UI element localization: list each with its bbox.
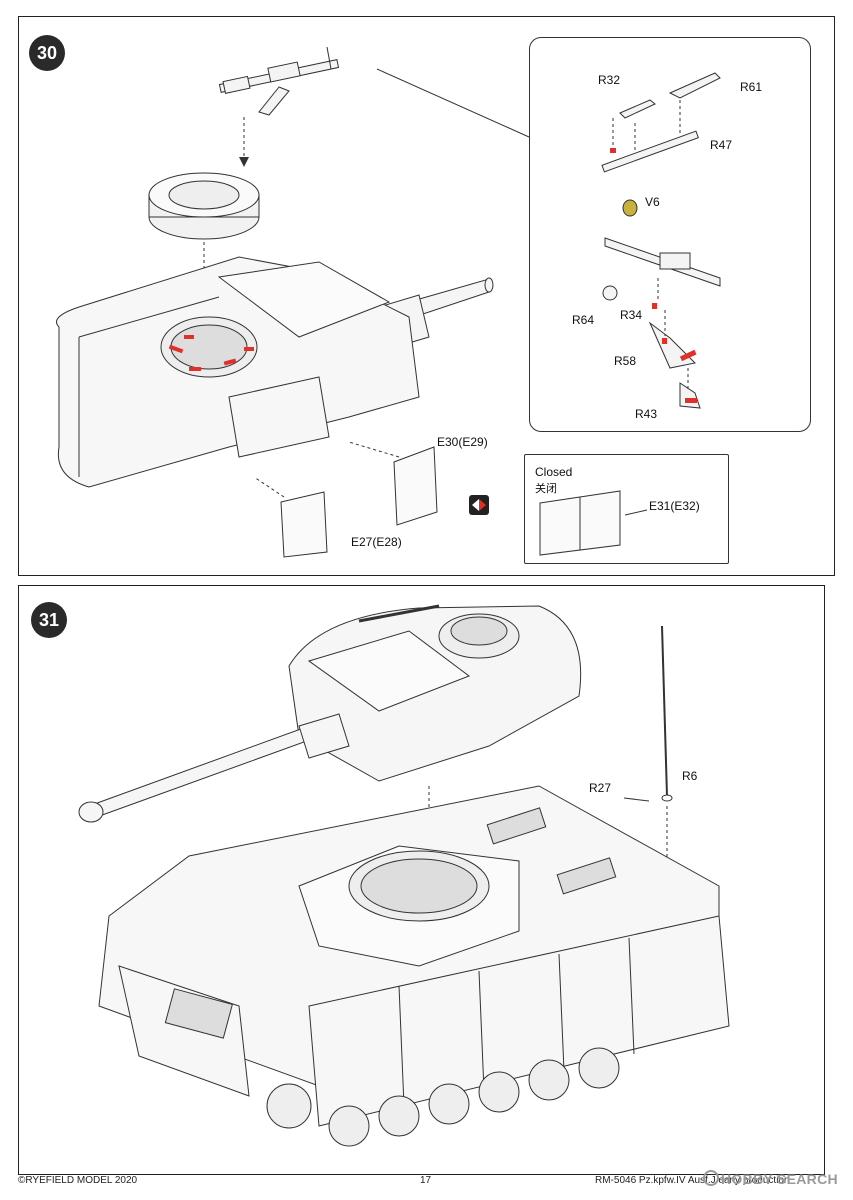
watermark-text: HOBBY SEARCH — [721, 1171, 838, 1187]
step-number-31: 31 — [31, 602, 67, 638]
label-v6: V6 — [645, 195, 660, 209]
turret-illustration-step-30 — [56, 46, 530, 558]
label-e27: E27(E28) — [351, 535, 402, 549]
label-r58: R58 — [614, 354, 637, 368]
step-30-panel: 30 — [18, 16, 835, 576]
footer-product: RM-5046 Pz.kpfw.IV Ausf.J early producti… — [595, 1175, 790, 1186]
label-r6: R6 — [682, 769, 698, 783]
step-31-panel: 31 — [18, 585, 825, 1175]
label-r64: R64 — [572, 313, 595, 327]
label-r32: R32 — [598, 73, 621, 87]
mg-assembly-detail-box: R32 R61 R47 V6 R64 R34 R58 R43 — [529, 37, 811, 432]
closed-title: Closed — [535, 465, 573, 479]
label-r61: R61 — [740, 80, 763, 94]
hobby-search-watermark: HOBBY SEARCH — [703, 1170, 838, 1187]
label-e31: E31(E32) — [649, 499, 700, 513]
closed-door-illustration — [539, 490, 648, 556]
step-number-30: 30 — [29, 35, 65, 71]
mg-assembly-illustration — [601, 72, 721, 409]
label-e30: E30(E29) — [437, 435, 488, 449]
label-r47: R47 — [710, 138, 733, 152]
watermark-logo-icon — [703, 1170, 719, 1186]
footer-page-number: 17 — [420, 1175, 432, 1186]
tank-illustration-step-31 — [78, 604, 730, 1147]
label-r27: R27 — [589, 781, 612, 795]
label-r43: R43 — [635, 407, 658, 421]
closed-title-cn: 关闭 — [535, 483, 557, 495]
label-r34: R34 — [620, 308, 643, 322]
footer-copyright: ©RYEFIELD MODEL 2020 — [18, 1175, 138, 1186]
closed-door-detail-box: Closed 关闭 E31(E32) — [524, 454, 729, 564]
